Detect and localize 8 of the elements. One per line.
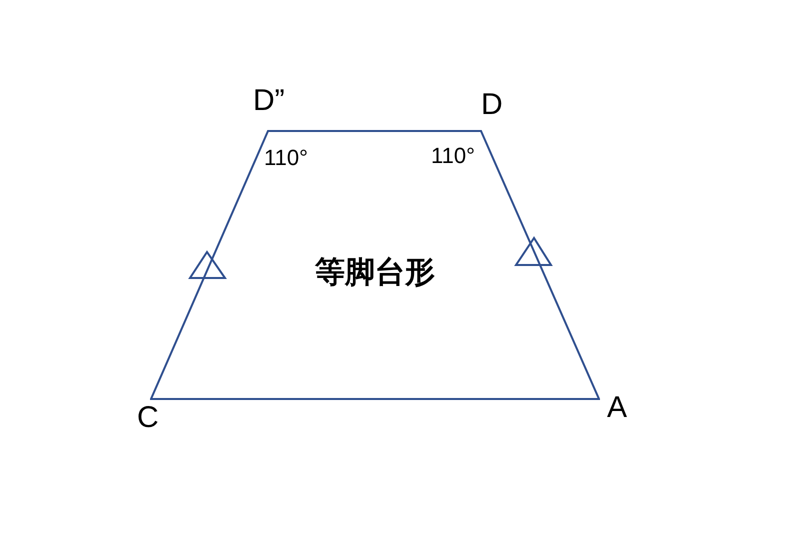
vertex-label: C <box>137 403 159 433</box>
vertex-label: D <box>481 90 503 120</box>
angle-label: 110° <box>264 147 308 169</box>
trapezoid-shape <box>150 130 600 400</box>
vertex-label: A <box>607 393 628 423</box>
angle-label: 110° <box>431 145 475 167</box>
shape-title: 等脚台形 <box>314 258 436 288</box>
vertex-label: D” <box>253 86 285 116</box>
